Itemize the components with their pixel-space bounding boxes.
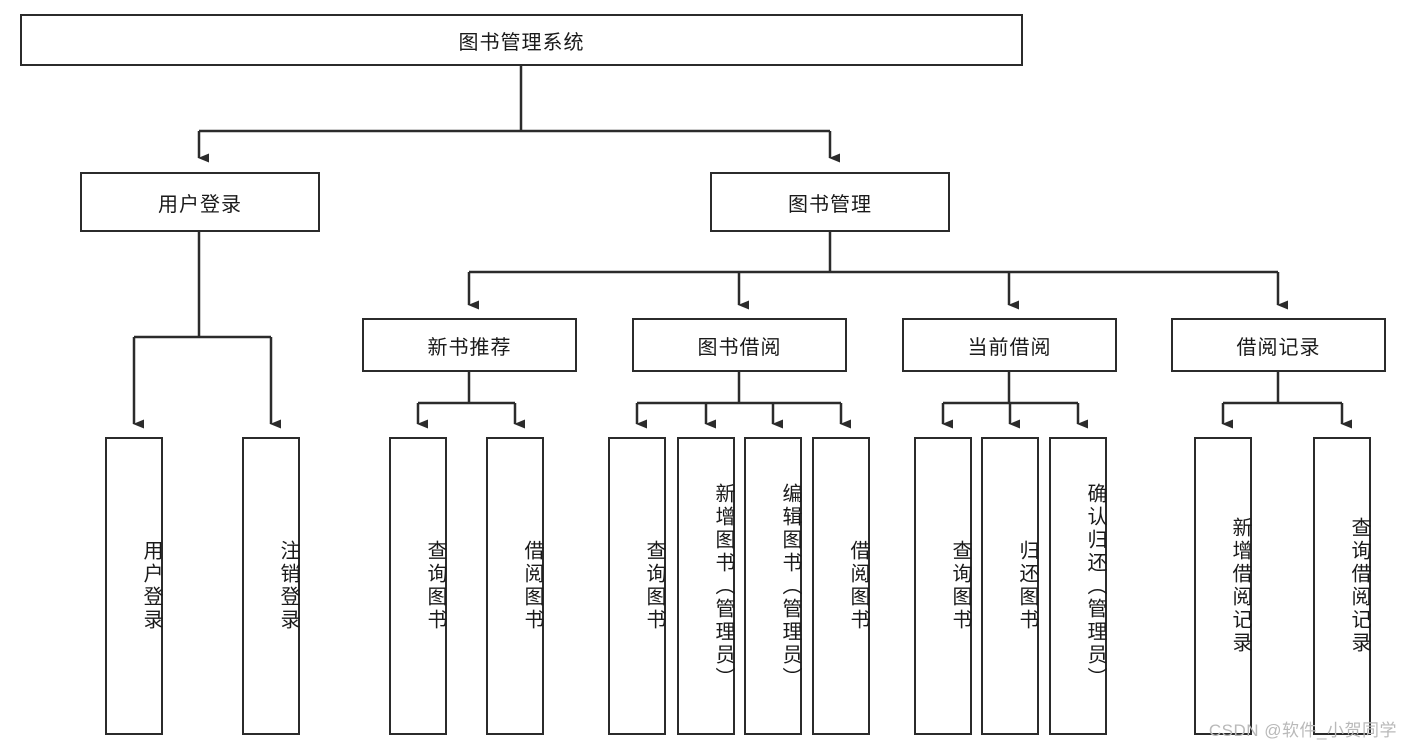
node-leaf-borrow-book-1-label: 借阅图书: [521, 540, 543, 632]
node-new-book-recommend-label: 新书推荐: [427, 336, 512, 359]
node-leaf-logout-login-label: 注销登录: [277, 540, 299, 632]
node-leaf-query-book-3[interactable]: 查询图书: [914, 437, 972, 735]
node-root-label: 图书管理系统: [458, 31, 585, 54]
node-leaf-return-book-label: 归还图书: [1016, 540, 1038, 632]
node-borrow-record-label: 借阅记录: [1236, 336, 1321, 359]
csdn-watermark: CSDN @软件_小贺同学: [1208, 721, 1397, 740]
node-user-login[interactable]: 用户登录: [80, 172, 320, 232]
node-leaf-edit-book-label: 编辑图书（管理员）: [779, 482, 801, 690]
node-leaf-borrow-book-1[interactable]: 借阅图书: [486, 437, 544, 735]
node-root[interactable]: 图书管理系统: [20, 14, 1023, 66]
node-leaf-return-book[interactable]: 归还图书: [981, 437, 1039, 735]
node-leaf-edit-book[interactable]: 编辑图书（管理员）: [744, 437, 802, 735]
node-leaf-query-record-label: 查询借阅记录: [1348, 517, 1370, 655]
node-borrow-record[interactable]: 借阅记录: [1171, 318, 1386, 372]
node-leaf-query-book-1[interactable]: 查询图书: [389, 437, 447, 735]
node-leaf-query-book-1-label: 查询图书: [424, 540, 446, 632]
node-leaf-query-record[interactable]: 查询借阅记录: [1313, 437, 1371, 735]
node-leaf-borrow-book-2-label: 借阅图书: [847, 540, 869, 632]
node-leaf-borrow-book-2[interactable]: 借阅图书: [812, 437, 870, 735]
node-leaf-logout-login[interactable]: 注销登录: [242, 437, 300, 735]
node-current-borrow[interactable]: 当前借阅: [902, 318, 1117, 372]
node-leaf-user-login-label: 用户登录: [140, 540, 162, 632]
node-leaf-query-book-3-label: 查询图书: [949, 540, 971, 632]
node-book-borrow-label: 图书借阅: [697, 336, 782, 359]
node-user-login-label: 用户登录: [158, 193, 242, 216]
node-book-manage-label: 图书管理: [788, 193, 872, 216]
node-leaf-query-book-2-label: 查询图书: [643, 540, 665, 632]
node-new-book-recommend[interactable]: 新书推荐: [362, 318, 577, 372]
node-book-manage[interactable]: 图书管理: [710, 172, 950, 232]
node-leaf-confirm-return[interactable]: 确认归还（管理员）: [1049, 437, 1107, 735]
node-leaf-add-record[interactable]: 新增借阅记录: [1194, 437, 1252, 735]
node-leaf-user-login[interactable]: 用户登录: [105, 437, 163, 735]
node-leaf-add-book[interactable]: 新增图书（管理员）: [677, 437, 735, 735]
node-leaf-query-book-2[interactable]: 查询图书: [608, 437, 666, 735]
node-leaf-confirm-return-label: 确认归还（管理员）: [1084, 482, 1106, 690]
node-book-borrow[interactable]: 图书借阅: [632, 318, 847, 372]
node-current-borrow-label: 当前借阅: [967, 336, 1052, 359]
node-leaf-add-book-label: 新增图书（管理员）: [712, 482, 734, 690]
node-leaf-add-record-label: 新增借阅记录: [1229, 517, 1251, 655]
